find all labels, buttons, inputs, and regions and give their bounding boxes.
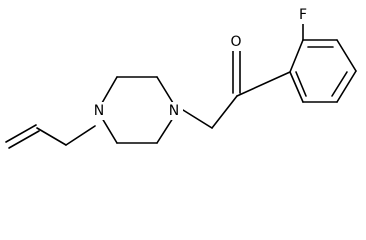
oxygen-label-background xyxy=(227,33,245,51)
molecule-structure-diagram: N N O F xyxy=(5,6,357,149)
n1-label-background xyxy=(165,102,183,120)
bond-carbonyl-ring xyxy=(236,71,291,97)
aromatic-bond-1 xyxy=(289,39,304,73)
ring-bond-c2-n1 xyxy=(156,76,174,104)
nitrogen-n1-label: N xyxy=(169,103,179,119)
aromatic-bond-3 xyxy=(336,39,357,72)
aromatic-bond-6 xyxy=(289,71,304,103)
oxygen-label: O xyxy=(230,34,241,50)
allyl-group xyxy=(5,124,96,149)
bond-n1-ch2 xyxy=(182,109,213,129)
allyl-terminal-double-bond-a xyxy=(5,124,37,143)
aromatic-inner-double-2 xyxy=(331,71,348,97)
aromatic-bond-4 xyxy=(336,70,357,103)
allyl-terminal-double-bond-b xyxy=(8,130,40,149)
bond-ch2-carbonyl xyxy=(211,95,238,129)
allyl-single-bond-ch-ch2 xyxy=(36,127,67,146)
atom-labels: N N O F xyxy=(90,6,311,120)
acyl-linker xyxy=(182,50,291,129)
n4-label-background xyxy=(90,102,108,120)
fluorophenyl-ring xyxy=(289,23,357,103)
allyl-single-bond-ch2-n xyxy=(65,125,96,146)
piperazine-ring xyxy=(101,76,174,144)
fluorine-label: F xyxy=(299,7,307,23)
nitrogen-n4-label: N xyxy=(94,103,104,119)
aromatic-inner-double-3 xyxy=(295,71,307,97)
fluorine-label-background xyxy=(295,6,311,24)
ring-bond-n4-c1 xyxy=(101,76,118,104)
ring-bond-n1-c3 xyxy=(156,117,174,144)
ring-bond-c4-n4 xyxy=(101,117,118,144)
